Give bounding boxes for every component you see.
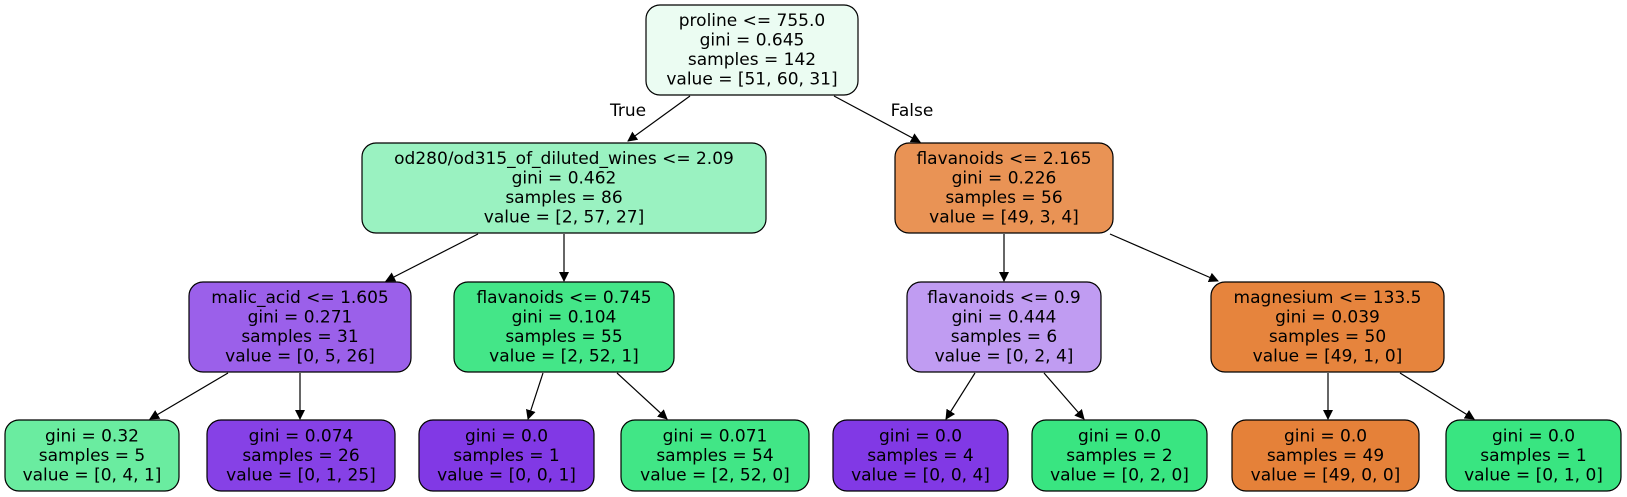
node-text-line: samples = 31	[241, 327, 358, 347]
node-text-line: samples = 6	[951, 327, 1058, 347]
node-box	[1031, 419, 1208, 492]
node-box	[418, 419, 595, 492]
node-text-line: value = [2, 52, 1]	[489, 347, 639, 367]
node-box	[645, 4, 859, 96]
node-text-line: gini = 0.271	[248, 308, 353, 328]
node-text-line: gini = 0.444	[952, 308, 1057, 328]
edges-layer: True False	[149, 95, 1475, 420]
node-text-line: value = [49, 0, 0]	[1251, 465, 1401, 485]
node-text-line: gini = 0.104	[512, 308, 617, 328]
node-text-line: flavanoids <= 2.165	[916, 149, 1091, 169]
node-text-line: gini = 0.226	[952, 169, 1057, 189]
node-text-line: gini = 0.039	[1275, 308, 1380, 328]
node-box	[1231, 419, 1420, 492]
edge-n4-n10	[616, 372, 668, 420]
node-text-line: value = [51, 60, 31]	[666, 70, 837, 90]
node-text-line: value = [0, 1, 25]	[226, 465, 376, 485]
node-text-line: malic_acid <= 1.605	[211, 288, 389, 308]
node-text-line: value = [0, 0, 4]	[851, 465, 990, 485]
node-text-line: value = [0, 5, 26]	[225, 347, 375, 367]
node-box	[1445, 419, 1622, 492]
node-text-line: gini = 0.0	[879, 426, 962, 446]
edge-n1-n3	[385, 233, 479, 282]
node-text-line: value = [49, 1, 0]	[1253, 347, 1403, 367]
node-text-line: samples = 86	[505, 188, 622, 208]
node-box	[453, 281, 675, 373]
node-box	[894, 142, 1114, 234]
tree-node-n1: od280/od315_of_diluted_wines <= 2.09gini…	[361, 142, 767, 234]
node-text-line: samples = 49	[1267, 446, 1384, 466]
node-text-line: proline <= 755.0	[679, 11, 825, 31]
node-text-line: value = [0, 2, 0]	[1050, 465, 1189, 485]
edge-n0-n2	[833, 95, 921, 143]
node-text-line: gini = 0.0	[465, 426, 548, 446]
node-text-line: flavanoids <= 0.9	[927, 288, 1080, 308]
node-text-line: value = [0, 2, 4]	[935, 347, 1074, 367]
node-text-line: value = [2, 52, 0]	[640, 465, 790, 485]
node-text-line: samples = 26	[242, 446, 359, 466]
node-text-line: od280/od315_of_diluted_wines <= 2.09	[394, 149, 734, 169]
node-text-line: samples = 54	[656, 446, 773, 466]
edge-label-true: True	[609, 101, 646, 121]
edge-n3-n7	[149, 372, 229, 420]
node-text-line: gini = 0.0	[1078, 426, 1161, 446]
node-text-line: samples = 55	[505, 327, 622, 347]
edge-n5-n12	[1043, 372, 1085, 420]
node-text-line: samples = 1	[1480, 446, 1587, 466]
node-text-line: gini = 0.074	[249, 426, 354, 446]
node-text-line: samples = 2	[1066, 446, 1173, 466]
node-text-line: value = [0, 0, 1]	[437, 465, 576, 485]
node-box	[206, 419, 396, 492]
edge-n5-n11	[945, 372, 976, 420]
node-text-line: magnesium <= 133.5	[1234, 288, 1422, 308]
node-box	[620, 419, 810, 492]
node-text-line: gini = 0.462	[512, 169, 617, 189]
edge-n2-n6	[1109, 233, 1219, 282]
node-text-line: samples = 142	[688, 50, 816, 70]
node-text-line: gini = 0.071	[663, 426, 768, 446]
node-text-line: samples = 1	[453, 446, 560, 466]
node-box	[906, 281, 1102, 373]
node-text-line: value = [0, 4, 1]	[23, 465, 162, 485]
node-text-line: value = [49, 3, 4]	[929, 208, 1079, 228]
edge-n0-n1	[627, 95, 691, 142]
node-text-line: value = [0, 1, 0]	[1464, 465, 1603, 485]
node-box	[188, 281, 412, 373]
node-box	[1210, 281, 1445, 373]
edge-label-false: False	[891, 101, 934, 121]
node-text-line: gini = 0.645	[700, 31, 805, 51]
node-text-line: gini = 0.0	[1492, 426, 1575, 446]
edge-n4-n9	[526, 372, 544, 420]
edge-n6-n14	[1399, 372, 1475, 420]
node-text-line: gini = 0.0	[1284, 426, 1367, 446]
node-text-line: value = [2, 57, 27]	[484, 208, 644, 228]
node-text-line: samples = 50	[1269, 327, 1386, 347]
node-text-line: gini = 0.32	[45, 426, 139, 446]
node-text-line: flavanoids <= 0.745	[476, 288, 651, 308]
node-box	[361, 142, 767, 234]
node-text-line: samples = 5	[39, 446, 146, 466]
node-box	[4, 419, 180, 492]
node-box	[832, 419, 1009, 492]
node-text-line: samples = 56	[945, 188, 1062, 208]
node-text-line: samples = 4	[867, 446, 974, 466]
